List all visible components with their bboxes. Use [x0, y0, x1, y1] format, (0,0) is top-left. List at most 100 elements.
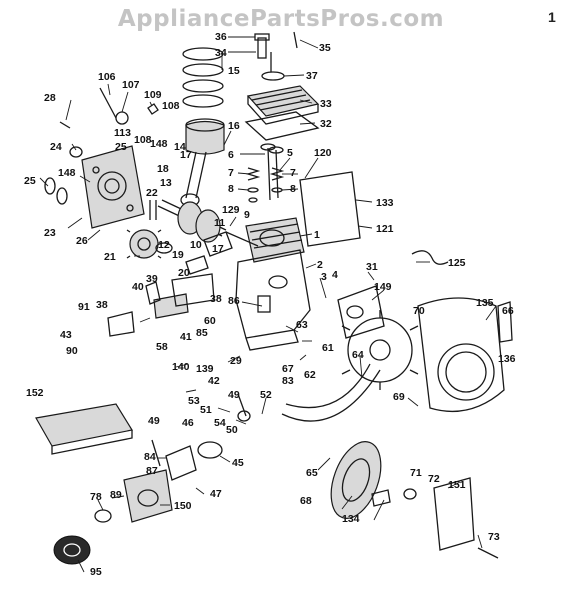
part-label-40: 40: [132, 281, 144, 293]
part-label-54: 54: [214, 417, 226, 429]
part-label-8a: 8: [228, 183, 234, 195]
part-label-6: 6: [228, 149, 234, 161]
cam-gear-part: [126, 229, 162, 259]
part-label-23: 23: [44, 227, 56, 239]
blower-housing-part: [417, 297, 505, 413]
part-label-37: 37: [306, 70, 318, 82]
part-label-64: 64: [352, 349, 364, 361]
sump-guard-part: [285, 363, 371, 409]
starter-cup-part: [330, 441, 382, 519]
part-label-113: 113: [114, 127, 131, 139]
part-label-26: 26: [76, 235, 88, 247]
part-label-21: 21: [104, 251, 116, 263]
part-label-36: 36: [215, 31, 227, 43]
part-label-28: 28: [44, 92, 56, 104]
part-label-148b: 148: [58, 167, 76, 179]
washer-part: [261, 71, 285, 81]
part-label-139: 139: [196, 363, 214, 375]
head-bolt-part: [257, 37, 267, 59]
part-label-125: 125: [448, 257, 466, 269]
part-label-29: 29: [230, 355, 242, 367]
part-label-19: 19: [172, 249, 184, 261]
part-label-69: 69: [393, 391, 405, 403]
part-label-148: 148: [150, 138, 168, 150]
bracket-part: [433, 477, 475, 551]
part-label-38: 38: [210, 293, 222, 305]
part-label-66: 66: [502, 305, 514, 317]
part-label-8b: 8: [290, 183, 296, 195]
part-label-17b: 17: [212, 243, 224, 255]
part-label-149: 149: [374, 281, 392, 293]
part-label-51: 51: [200, 404, 212, 416]
part-label-7b: 7: [290, 167, 296, 179]
ignition-coil-part: [337, 285, 385, 339]
part-label-14: 14: [174, 141, 186, 153]
part-drawings: [35, 31, 513, 565]
part-label-2: 2: [317, 259, 323, 271]
part-label-133: 133: [376, 197, 394, 209]
part-label-46: 46: [182, 417, 194, 429]
part-label-53: 53: [188, 395, 200, 407]
starter-gear-part: [53, 535, 91, 565]
part-label-135: 135: [476, 297, 494, 309]
part-label-38b: 38: [96, 299, 108, 311]
part-label-25b: 25: [24, 175, 36, 187]
carburetor-part: [197, 441, 223, 459]
crankcase-cover-part: [81, 145, 145, 229]
part-label-83: 83: [282, 375, 294, 387]
part-label-43: 43: [60, 329, 72, 341]
part-label-49b: 49: [148, 415, 160, 427]
part-label-13: 13: [160, 177, 172, 189]
part-label-9: 9: [244, 209, 250, 221]
part-label-109: 109: [144, 89, 162, 101]
part-label-52: 52: [260, 389, 272, 401]
part-label-42: 42: [208, 375, 220, 387]
watermark: AppliancePartsPros.com: [117, 6, 445, 32]
piston-rings-part: [182, 47, 224, 108]
part-label-71: 71: [410, 467, 422, 479]
part-label-73: 73: [488, 531, 500, 543]
part-label-58: 58: [156, 341, 168, 353]
valve-part: [267, 147, 271, 201]
part-label-31: 31: [366, 261, 378, 273]
part-label-86: 86: [228, 295, 240, 307]
part-label-90: 90: [66, 345, 78, 357]
part-label-10: 10: [190, 239, 202, 251]
part-label-136: 136: [498, 353, 516, 365]
part-label-72: 72: [428, 473, 440, 485]
part-label-18: 18: [157, 163, 169, 175]
leader-lines: [39, 36, 497, 573]
part-label-134: 134: [342, 513, 360, 525]
part-label-140: 140: [172, 361, 190, 373]
part-label-108b: 108: [134, 134, 152, 146]
piston-part: [185, 120, 225, 155]
part-label-45: 45: [232, 457, 244, 469]
part-label-32: 32: [320, 118, 332, 130]
part-label-25: 25: [115, 141, 127, 153]
part-label-129: 129: [222, 204, 240, 216]
part-label-152: 152: [26, 387, 44, 399]
part-label-67: 67: [282, 363, 294, 375]
part-label-49: 49: [228, 389, 240, 401]
part-label-63: 63: [296, 319, 308, 331]
part-label-15: 15: [228, 65, 240, 77]
cylinder-head-part: [246, 85, 320, 125]
part-label-16: 16: [228, 120, 240, 132]
part-label-65: 65: [306, 467, 318, 479]
corner-mark: 1: [548, 9, 556, 25]
part-label-41: 41: [180, 331, 192, 343]
part-label-107: 107: [122, 79, 140, 91]
part-label-151: 151: [448, 479, 466, 491]
part-label-150: 150: [174, 500, 192, 512]
part-label-78: 78: [90, 491, 102, 503]
baffle-plate-part: [299, 171, 361, 247]
cylinder-block-part: [235, 217, 311, 351]
crankshaft-part: [157, 199, 259, 247]
part-label-62: 62: [304, 369, 316, 381]
oil-seal-part: [69, 146, 83, 158]
part-label-20: 20: [178, 267, 190, 279]
part-label-7a: 7: [228, 167, 234, 179]
part-label-35: 35: [319, 42, 331, 54]
part-label-70: 70: [413, 305, 425, 317]
